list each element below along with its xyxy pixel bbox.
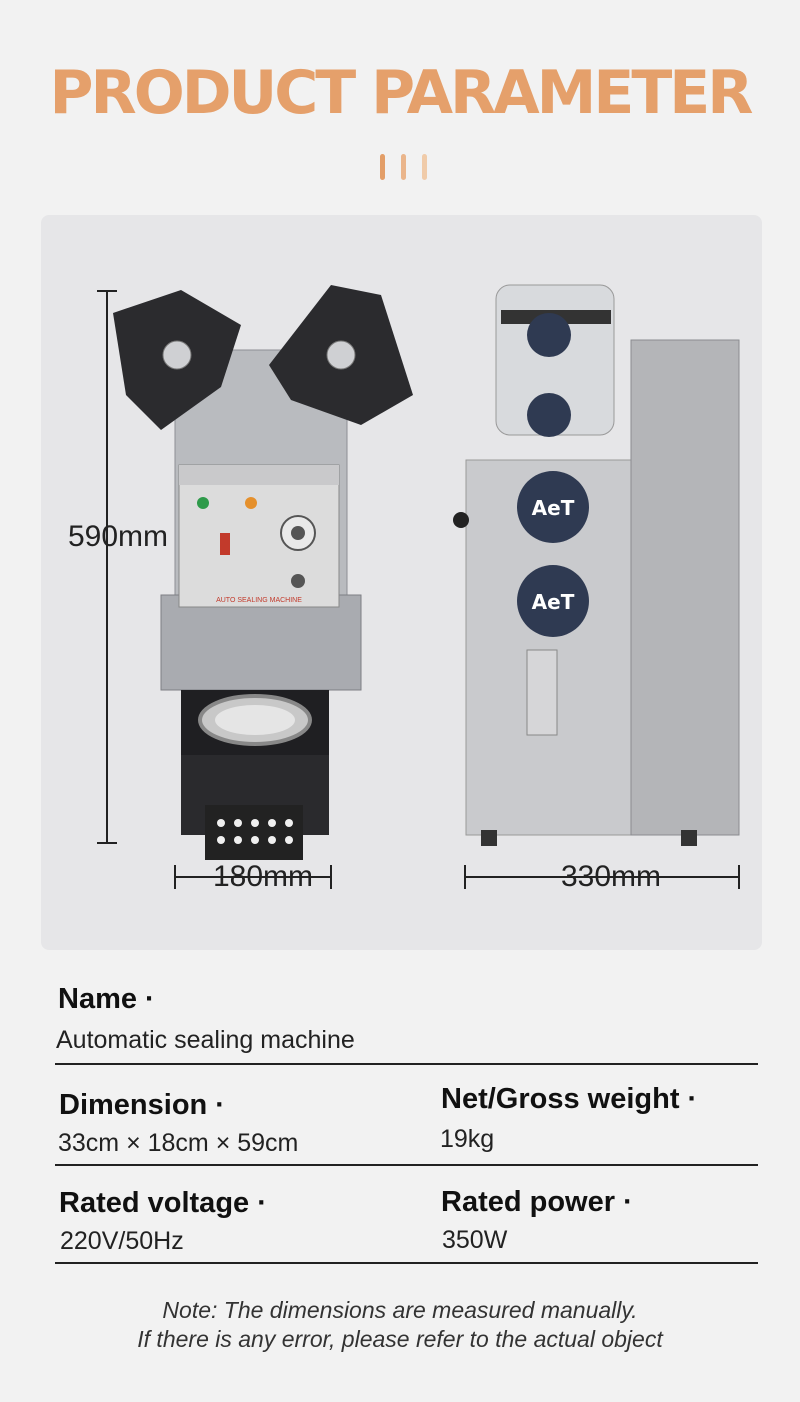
roll-logo: AeT — [532, 496, 575, 520]
divider-ticks — [380, 154, 430, 180]
film-reel-left — [113, 290, 241, 430]
front-machine: AUTO SEALING MACHINE — [113, 285, 413, 860]
page-title: PRODUCT PARAMETER — [49, 58, 754, 128]
power-value: 350W — [442, 1226, 508, 1254]
note-line-2: If there is any error, please refer to t… — [137, 1326, 663, 1352]
product-photo: AUTO SEALING MACHINE — [41, 215, 762, 950]
weight-value: 19kg — [440, 1125, 495, 1153]
front-width-dimension-line — [174, 865, 332, 889]
weight-label: Net/Gross weight · — [441, 1083, 698, 1115]
height-label: 590mm — [68, 520, 169, 553]
power-label: Rated power · — [441, 1186, 633, 1218]
machine-illustration: AUTO SEALING MACHINE — [97, 284, 740, 889]
spec-row-dimension-weight: Dimension · 33cm × 18cm × 59cm Net/Gross… — [55, 1065, 758, 1166]
note-line-1: Note: The dimensions are measured manual… — [162, 1297, 638, 1323]
side-depth-dimension-line — [464, 865, 740, 889]
dimension-label: Dimension · — [59, 1089, 225, 1121]
height-dimension-line — [97, 290, 117, 844]
film-reel-right — [269, 285, 413, 425]
roll-logo: AeT — [532, 590, 575, 614]
tick-mark — [401, 154, 406, 180]
dimension-value: 33cm × 18cm × 59cm — [58, 1129, 299, 1157]
name-value: Automatic sealing machine — [56, 1026, 355, 1054]
tick-mark — [380, 154, 385, 180]
panel-label: AUTO SEALING MACHINE — [216, 597, 302, 604]
front-width-label: 180mm — [213, 860, 314, 893]
side-depth-label: 330mm — [561, 860, 662, 893]
name-label: Name · — [58, 983, 155, 1015]
side-machine: AeT AeT — [453, 284, 740, 846]
spec-row-name: Name · Automatic sealing machine — [55, 980, 758, 1065]
spec-row-voltage-power: Rated voltage · 220V/50Hz Rated power · … — [55, 1166, 758, 1264]
voltage-label: Rated voltage · — [59, 1187, 267, 1219]
voltage-value: 220V/50Hz — [60, 1227, 184, 1255]
tick-mark — [422, 154, 427, 180]
